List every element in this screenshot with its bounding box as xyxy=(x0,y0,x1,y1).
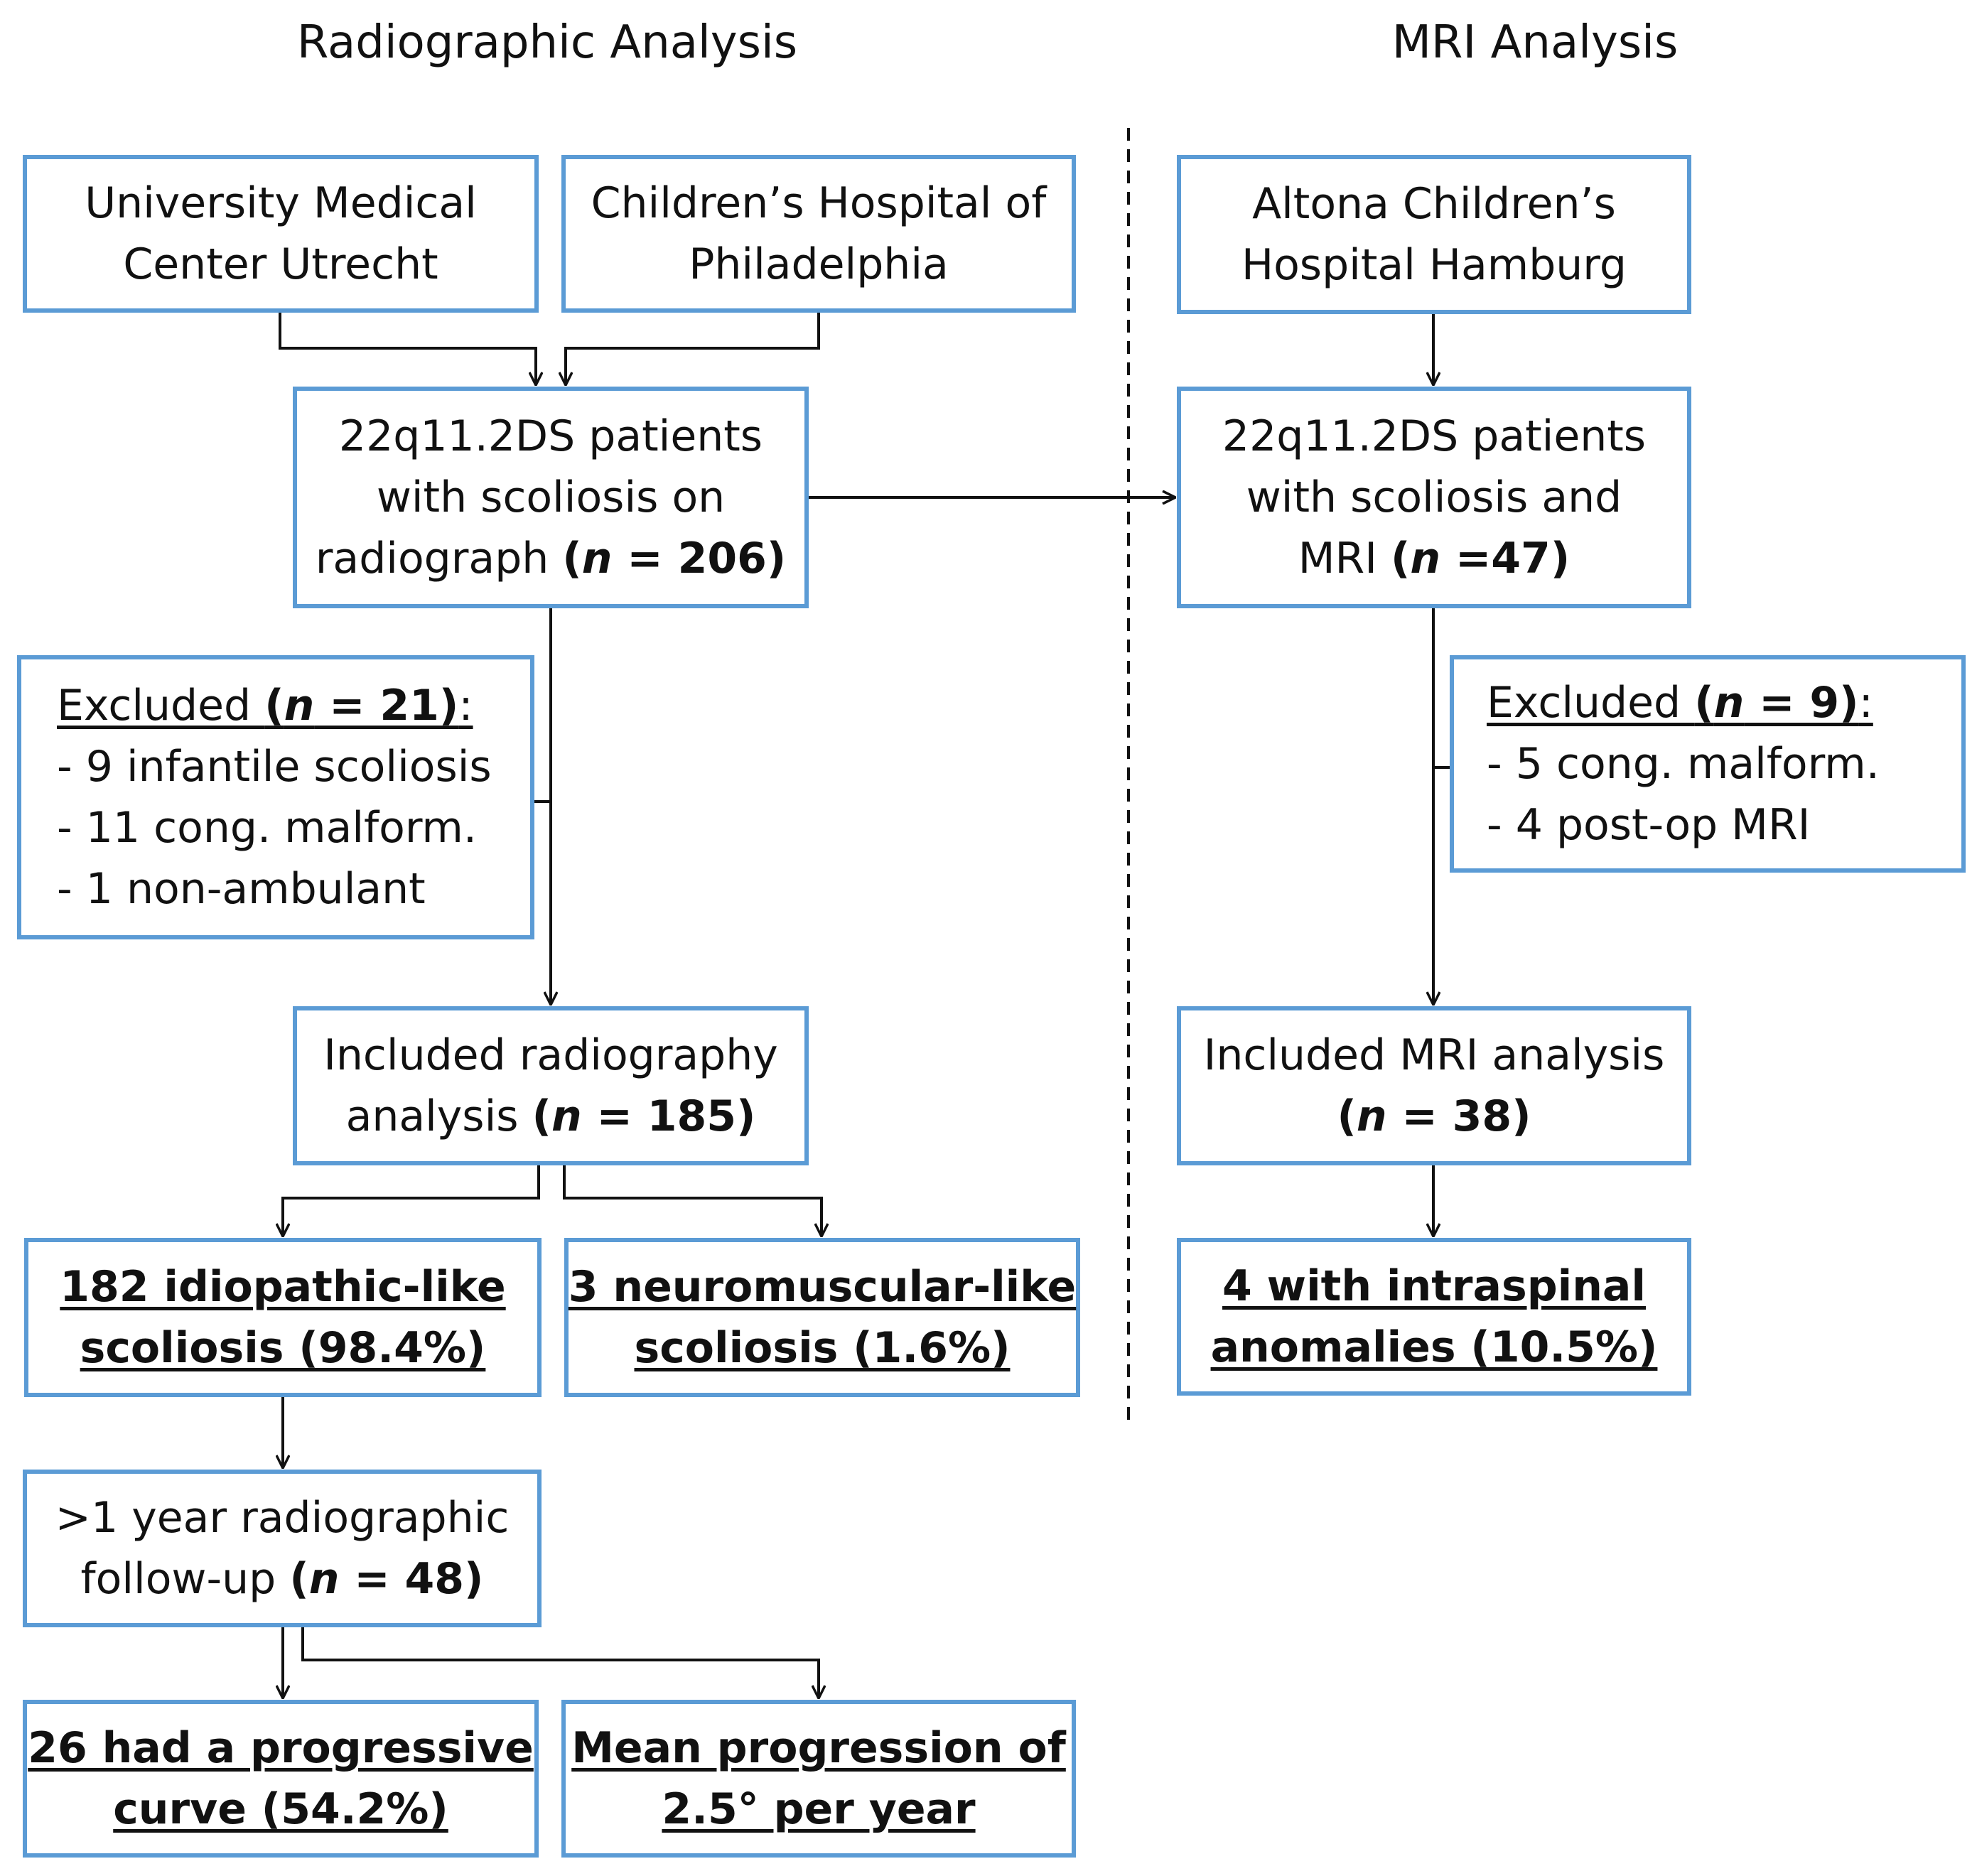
mri-patients-line-2: with scoliosis and xyxy=(1246,473,1622,522)
hamburg-line-2: Hospital Hamburg xyxy=(1241,240,1627,290)
neuromuscular-line-2: scoliosis (1.6%) xyxy=(634,1323,1011,1373)
n-symbol: n xyxy=(1713,678,1745,728)
included-mri-box: Included MRI analysis (n = 38) xyxy=(1177,1006,1691,1165)
n-symbol: n xyxy=(284,681,315,731)
hamburg-line-1: Altona Children’s xyxy=(1252,179,1616,229)
excluded-right-item: - 4 post-op MRI xyxy=(1487,800,1811,850)
philadelphia-box: Children’s Hospital of Philadelphia xyxy=(561,155,1076,313)
mean-progression-box: Mean progression of 2.5° per year xyxy=(561,1700,1076,1858)
utrecht-line-2: Center Utrecht xyxy=(123,239,438,289)
arrow-utrecht-to-patients xyxy=(279,313,536,385)
mri-patients-box: 22q11.2DS patients with scoliosis and MR… xyxy=(1177,387,1691,608)
excluded-right-item: - 5 cong. malform. xyxy=(1487,739,1880,789)
included-mri-line-2: (n = 38) xyxy=(1337,1091,1531,1141)
neuromuscular-line-1: 3 neuromuscular-like xyxy=(568,1262,1077,1312)
progressive-line-1: 26 had a progressive xyxy=(28,1723,534,1773)
followup-box: >1 year radiographic follow-up (n = 48) xyxy=(23,1470,542,1627)
n-symbol: n xyxy=(1410,534,1441,583)
included-radiography-line-1: Included radiography xyxy=(323,1030,778,1080)
philadelphia-line-1: Children’s Hospital of xyxy=(591,178,1047,228)
mri-patients-line-3: MRI (n =47) xyxy=(1298,534,1571,583)
mri-analysis-heading: MRI Analysis xyxy=(1391,16,1679,69)
hamburg-box: Altona Children’s Hospital Hamburg xyxy=(1177,155,1691,314)
n-symbol: n xyxy=(1356,1091,1387,1141)
philadelphia-line-2: Philadelphia xyxy=(689,239,949,289)
radiograph-patients-line-1: 22q11.2DS patients xyxy=(338,411,763,461)
radiographic-analysis-heading: Radiographic Analysis xyxy=(296,16,798,69)
excluded-left-title: Excluded (n = 21): xyxy=(57,681,473,731)
utrecht-line-1: University Medical xyxy=(85,178,477,228)
followup-line-2: follow-up (n = 48) xyxy=(80,1554,484,1604)
arrow-followup-to-mean-progression xyxy=(301,1627,819,1698)
arrow-included-to-neuromuscular xyxy=(563,1165,821,1236)
arrow-philadelphia-to-patients xyxy=(566,313,820,385)
mean-progression-line-1: Mean progression of xyxy=(571,1723,1066,1773)
progressive-box: 26 had a progressive curve (54.2%) xyxy=(23,1700,539,1858)
n-symbol: n xyxy=(581,534,613,583)
excluded-left-item: - 1 non-ambulant xyxy=(57,864,426,914)
included-mri-line-1: Included MRI analysis xyxy=(1203,1030,1665,1080)
neuromuscular-box: 3 neuromuscular-like scoliosis (1.6%) xyxy=(564,1238,1080,1397)
utrecht-box: University Medical Center Utrecht xyxy=(23,155,539,313)
radiograph-patients-line-2: with scoliosis on xyxy=(376,473,726,522)
intraspinal-box: 4 with intraspinal anomalies (10.5%) xyxy=(1177,1238,1691,1396)
progressive-line-2: curve (54.2%) xyxy=(113,1784,448,1834)
excluded-right-title: Excluded (n = 9): xyxy=(1487,678,1873,728)
mri-patients-line-1: 22q11.2DS patients xyxy=(1222,411,1647,461)
included-radiography-line-2: analysis (n = 185) xyxy=(345,1091,756,1141)
mean-progression-line-2: 2.5° per year xyxy=(662,1784,976,1834)
excluded-right-box: Excluded (n = 9): - 5 cong. malform. - 4… xyxy=(1450,655,1966,873)
n-symbol: n xyxy=(308,1554,340,1604)
radiograph-patients-line-3: radiograph (n = 206) xyxy=(315,534,787,583)
arrow-included-to-idiopathic xyxy=(283,1165,540,1236)
excluded-left-item: - 11 cong. malform. xyxy=(57,803,477,853)
radiograph-patients-box: 22q11.2DS patients with scoliosis on rad… xyxy=(293,387,809,608)
excluded-left-item: - 9 infantile scoliosis xyxy=(57,742,492,792)
followup-line-1: >1 year radiographic xyxy=(55,1493,510,1543)
idiopathic-line-1: 182 idiopathic-like xyxy=(60,1262,506,1312)
excluded-left-box: Excluded (n = 21): - 9 infantile scolios… xyxy=(17,655,534,939)
idiopathic-line-2: scoliosis (98.4%) xyxy=(80,1323,486,1373)
intraspinal-line-2: anomalies (10.5%) xyxy=(1210,1322,1658,1372)
idiopathic-box: 182 idiopathic-like scoliosis (98.4%) xyxy=(24,1238,542,1397)
n-symbol: n xyxy=(551,1091,582,1141)
included-radiography-box: Included radiography analysis (n = 185) xyxy=(293,1006,809,1165)
intraspinal-line-1: 4 with intraspinal xyxy=(1222,1261,1646,1311)
